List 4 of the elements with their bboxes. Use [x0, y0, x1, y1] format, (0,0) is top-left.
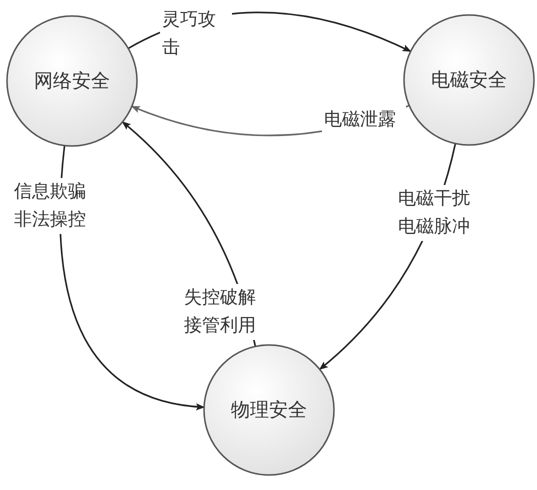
- edge-label: 电磁泄露: [322, 106, 406, 134]
- node-label: 网络安全: [34, 68, 110, 94]
- node-label: 物理安全: [231, 398, 307, 423]
- node-label: 电磁安全: [431, 68, 507, 93]
